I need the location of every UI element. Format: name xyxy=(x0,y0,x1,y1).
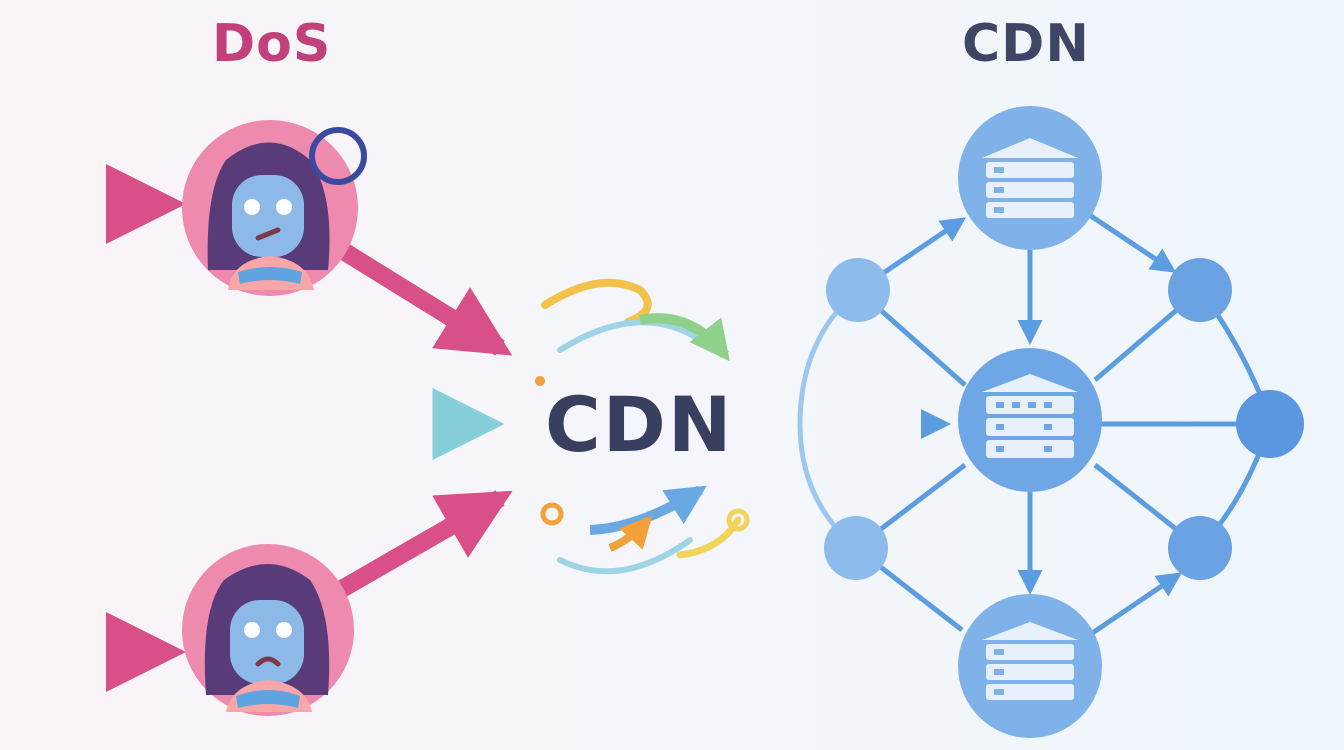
edge-node xyxy=(1168,516,1232,580)
edge-node xyxy=(1236,390,1304,458)
server-icon xyxy=(958,106,1102,250)
attack-arrow-top-to-cdn xyxy=(340,244,513,356)
server-icon xyxy=(958,348,1102,492)
edge-node xyxy=(1168,258,1232,322)
cdn-center-label: CDN xyxy=(545,380,734,469)
cdn-swirl-decoration xyxy=(535,278,750,575)
attacker-user-icon xyxy=(182,120,367,296)
edge-node xyxy=(826,258,890,322)
cdn-network-title: CDN xyxy=(962,14,1090,74)
edge-node xyxy=(824,516,888,580)
attacker-user-icon xyxy=(182,544,354,716)
server-icon xyxy=(958,594,1102,738)
attack-arrow-bottom-to-cdn xyxy=(335,490,513,598)
dos-title: DoS xyxy=(212,14,332,74)
